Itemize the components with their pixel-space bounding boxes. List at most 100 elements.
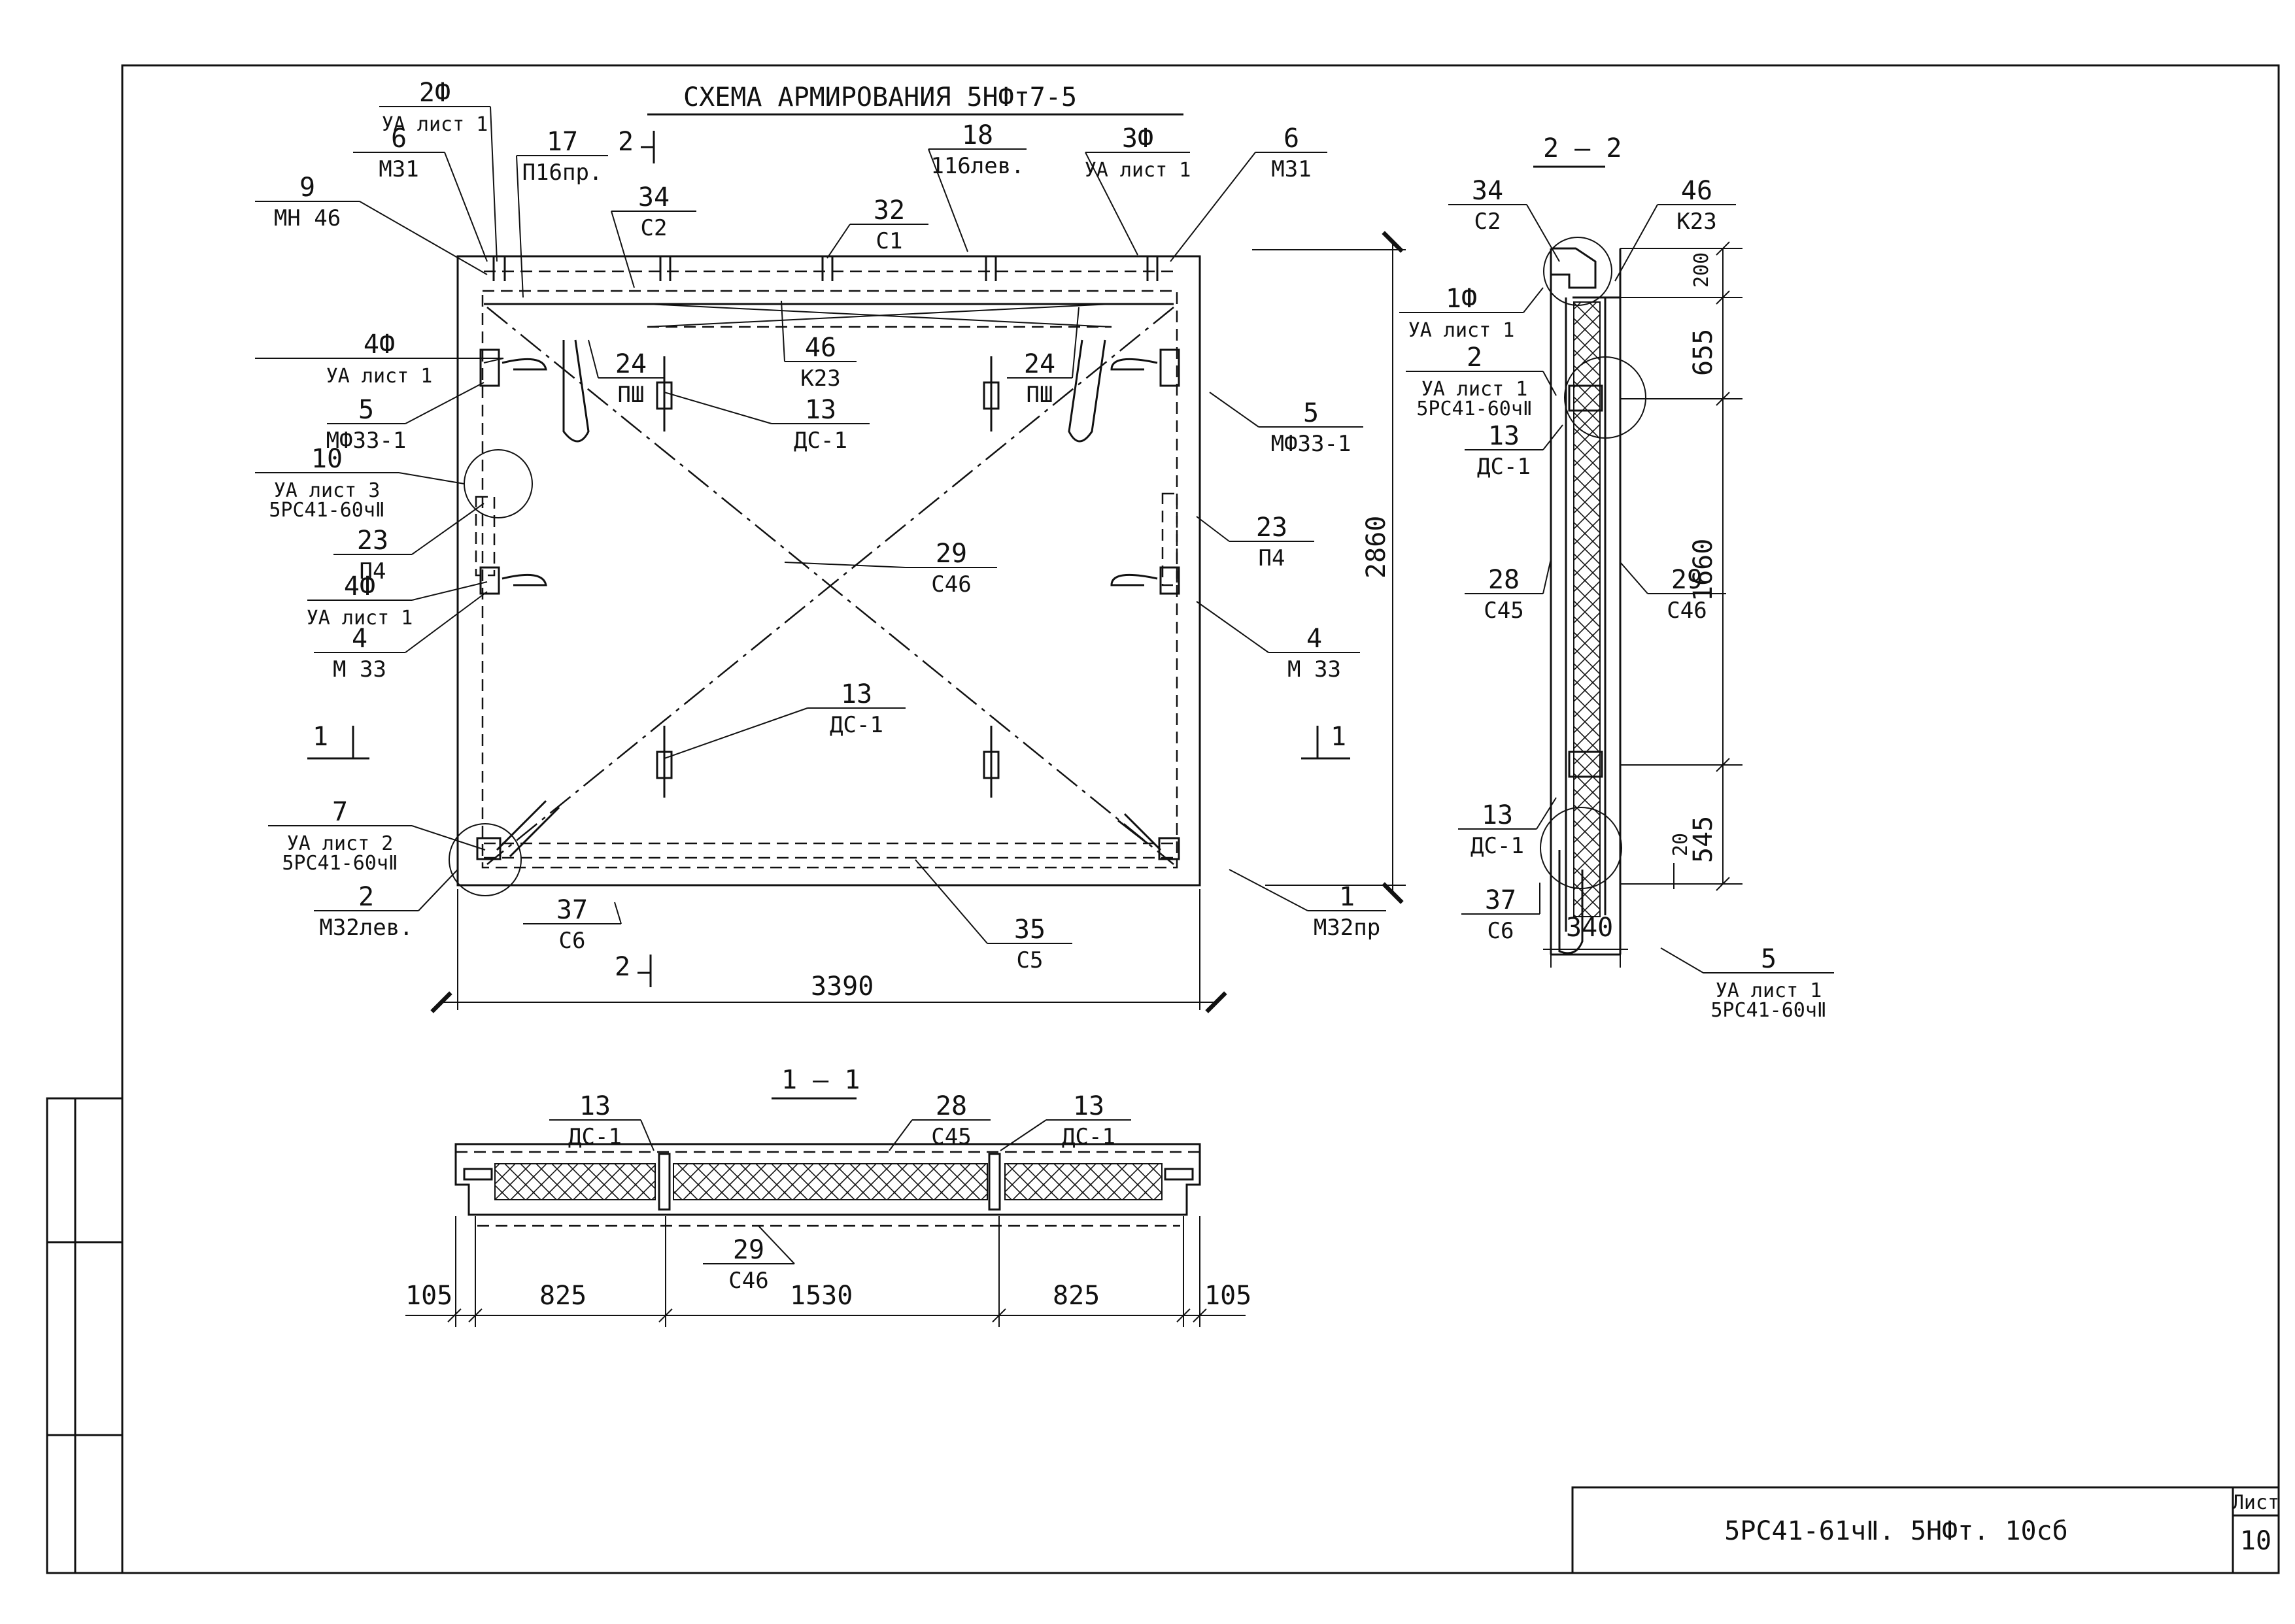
callout-number: 7 (332, 797, 348, 827)
callout-leader (418, 869, 458, 911)
section-mark-2-top: 2 (618, 127, 655, 163)
callout-leader (1542, 558, 1552, 594)
callout-number: 37 (556, 895, 588, 925)
callout-number: 24 (615, 349, 647, 379)
callout-number: 46 (1681, 176, 1712, 206)
callout-reference: УА лист 2 (287, 832, 394, 855)
top-studs (492, 256, 1159, 281)
callout-reference: ДС-1 (830, 712, 883, 738)
callout-reference-2: 5РС41-60чⅡ (1710, 999, 1826, 1022)
callout-reference: М31 (1271, 156, 1311, 182)
callout-reference: С2 (641, 215, 668, 241)
callout-leader (588, 339, 599, 379)
dim-655: 655 (1688, 329, 1718, 376)
callout-leader (1209, 392, 1259, 428)
callout-reference: К23 (800, 365, 840, 392)
callout-reference: М 33 (1287, 656, 1341, 683)
callout-number: 5 (1303, 398, 1319, 428)
callout-number: 29 (1671, 565, 1703, 595)
plan-width-dim: 3390 (811, 972, 874, 1002)
callout-reference: П4 (1259, 545, 1285, 571)
callout-leader (444, 152, 488, 262)
callout-leader (614, 902, 622, 924)
callout-reference: П16пр. (522, 160, 603, 186)
callout-reference: С46 (1667, 598, 1707, 624)
callout-leader (1170, 152, 1256, 262)
callout-leader (781, 300, 785, 362)
callout-number: 13 (805, 395, 836, 425)
callout-reference: ДС-1 (1470, 833, 1524, 859)
callout-number: 18 (962, 120, 993, 150)
sheet-number: 10 (2240, 1526, 2271, 1556)
callout-number: 32 (874, 195, 905, 226)
callout-leader (640, 1119, 654, 1151)
callout-reference: М32пр (1314, 915, 1380, 941)
callout-number: 2 (1467, 343, 1482, 373)
callout-leader (483, 358, 504, 364)
svg-text:1: 1 (1331, 722, 1346, 752)
clip-ds1-group (656, 356, 1000, 798)
callout-leader (1542, 371, 1557, 396)
title-block: 5РС41-61чⅡ. 5НФт. 10сб Лист 10 (1571, 1486, 2280, 1574)
callout-reference: УА лист 1 (382, 113, 488, 136)
callout-number: 5 (358, 395, 374, 425)
callout-reference: М32лев. (319, 915, 413, 941)
callout-leader (1000, 1119, 1047, 1151)
callout-reference: М 33 (333, 656, 386, 683)
callout-reference: МФ33-1 (326, 428, 407, 454)
callout-reference: С45 (931, 1124, 971, 1150)
callout-leader (889, 1119, 913, 1151)
callout-leader (359, 201, 488, 275)
callout-leader (405, 382, 484, 424)
section-mark-2-bottom: 2 (615, 952, 652, 987)
callout-reference: УА лист 1 (1085, 159, 1191, 182)
sheet-frame (46, 64, 2280, 1574)
callout-number: 34 (1472, 176, 1503, 206)
callout-number: 4 (352, 624, 367, 654)
callout-leader (398, 472, 465, 484)
callout-reference-2: 5РС41-60чⅡ (1416, 398, 1532, 420)
dim-1530: 1530 (790, 1281, 853, 1311)
callout-number: 6 (1284, 124, 1299, 154)
section-2-2-title: 2 – 2 (1543, 133, 1622, 163)
callout-number: 24 (1024, 349, 1055, 379)
callout-number: 4 (1306, 624, 1322, 654)
callout-reference: 116лев. (930, 153, 1024, 179)
callout-reference-2: 5РС41-60чⅡ (269, 499, 384, 522)
callout-number: 28 (936, 1091, 967, 1121)
callout-number: 2 (358, 882, 374, 912)
svg-text:2: 2 (618, 127, 634, 157)
callout-number: 13 (841, 679, 872, 709)
callout-number: 13 (1488, 421, 1520, 451)
callout-reference: ДС-1 (1477, 454, 1531, 480)
callout-leader (1542, 424, 1563, 450)
callout-leader (1072, 307, 1080, 379)
callout-reference: МФ33-1 (1271, 431, 1352, 457)
callout-number: 29 (733, 1235, 764, 1265)
callout-reference: С5 (1017, 947, 1044, 973)
dim-105-left: 105 (405, 1281, 452, 1311)
